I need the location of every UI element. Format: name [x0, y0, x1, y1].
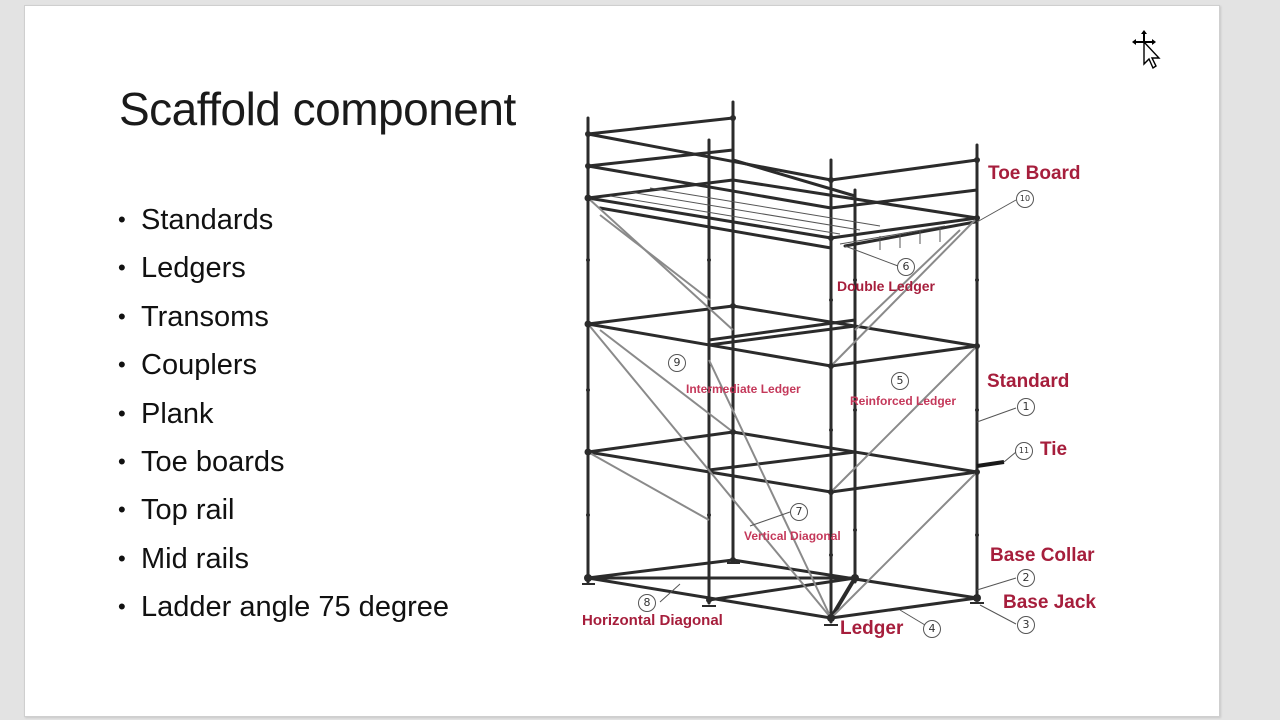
bullet-text: Standards	[141, 204, 274, 236]
number-badge-reinforced-ledger: 5	[891, 372, 909, 390]
bullet-icon: •	[118, 352, 126, 378]
bullet-item: • Standards	[117, 198, 449, 246]
bullet-item: • Mid rails	[117, 537, 449, 585]
label-standard: Standard	[987, 371, 1070, 392]
label-ledger: Ledger	[840, 618, 904, 639]
number-badge-double-ledger: 6	[897, 258, 915, 276]
slide[interactable]: Scaffold component • Standards • Ledgers •…	[24, 5, 1220, 717]
bullet-text: Top rail	[141, 494, 235, 527]
bullet-item: • Couplers	[117, 343, 449, 391]
label-double-ledger: Double Ledger	[837, 278, 936, 294]
label-intermediate-ledger: Intermediate Ledger	[686, 382, 801, 396]
bullet-icon: •	[118, 497, 126, 523]
bullet-list[interactable]: •Standards •Ledgers •Transoms •Couplers …	[117, 198, 449, 634]
number-badge-intermediate-ledger: 9	[668, 354, 686, 372]
bullet-item: • Toe boards	[117, 440, 449, 488]
number-badge-ledger: 4	[923, 620, 941, 638]
bullet-icon: •	[118, 545, 126, 571]
label-base-jack: Base Jack	[1003, 592, 1096, 613]
bullet-item: • Transoms	[117, 295, 449, 343]
bullet-text: Ladder angle 75 degree	[141, 591, 449, 624]
bullet-item: • Top rail	[117, 488, 449, 536]
bullet-text: Plank	[141, 397, 214, 430]
label-tie: Tie	[1040, 439, 1068, 460]
bullet-text: Ledgers	[141, 252, 246, 285]
label-base-collar: Base Collar	[990, 545, 1095, 566]
bullet-icon: •	[118, 400, 126, 426]
label-toe-board: Toe Board	[988, 163, 1081, 184]
bullet-icon: •	[118, 255, 126, 281]
scaffold-drawing	[582, 100, 1017, 626]
move-cursor-icon	[1132, 30, 1162, 74]
number-badge-standard: 1	[1017, 398, 1035, 416]
bullet-icon: •	[118, 207, 126, 232]
bullet-icon: •	[118, 594, 126, 620]
number-badge-tie: 11	[1015, 442, 1033, 460]
bullet-text: Couplers	[141, 349, 258, 382]
bullet-text: Toe boards	[141, 445, 285, 478]
bullet-text: Mid rails	[141, 542, 249, 575]
number-badge-horizontal-diagonal: 8	[638, 594, 656, 612]
number-badge-toe-board: 10	[1016, 190, 1034, 208]
bullet-icon: •	[118, 448, 126, 474]
bullet-item: • Ledgers	[117, 246, 449, 294]
number-badge-base-jack: 3	[1017, 616, 1035, 634]
label-reinforced-ledger: Reinforced Ledger	[850, 394, 957, 408]
number-badge-vertical-diagonal: 7	[790, 503, 808, 521]
bullet-item: • Plank	[117, 392, 449, 440]
bullet-icon: •	[118, 303, 126, 329]
slide-title[interactable]: Scaffold component	[119, 83, 516, 135]
bullet-text: Transoms	[141, 300, 269, 333]
label-vertical-diagonal: Vertical Diagonal	[744, 529, 841, 543]
number-badge-base-collar: 2	[1017, 569, 1035, 587]
label-horizontal-diagonal: Horizontal Diagonal	[582, 612, 723, 629]
scaffold-diagram[interactable]: Toe Board 10 6 Double Ledger 9 Intermedi…	[548, 90, 1128, 650]
bullet-item: • Ladder angle 75 degree	[117, 585, 449, 633]
